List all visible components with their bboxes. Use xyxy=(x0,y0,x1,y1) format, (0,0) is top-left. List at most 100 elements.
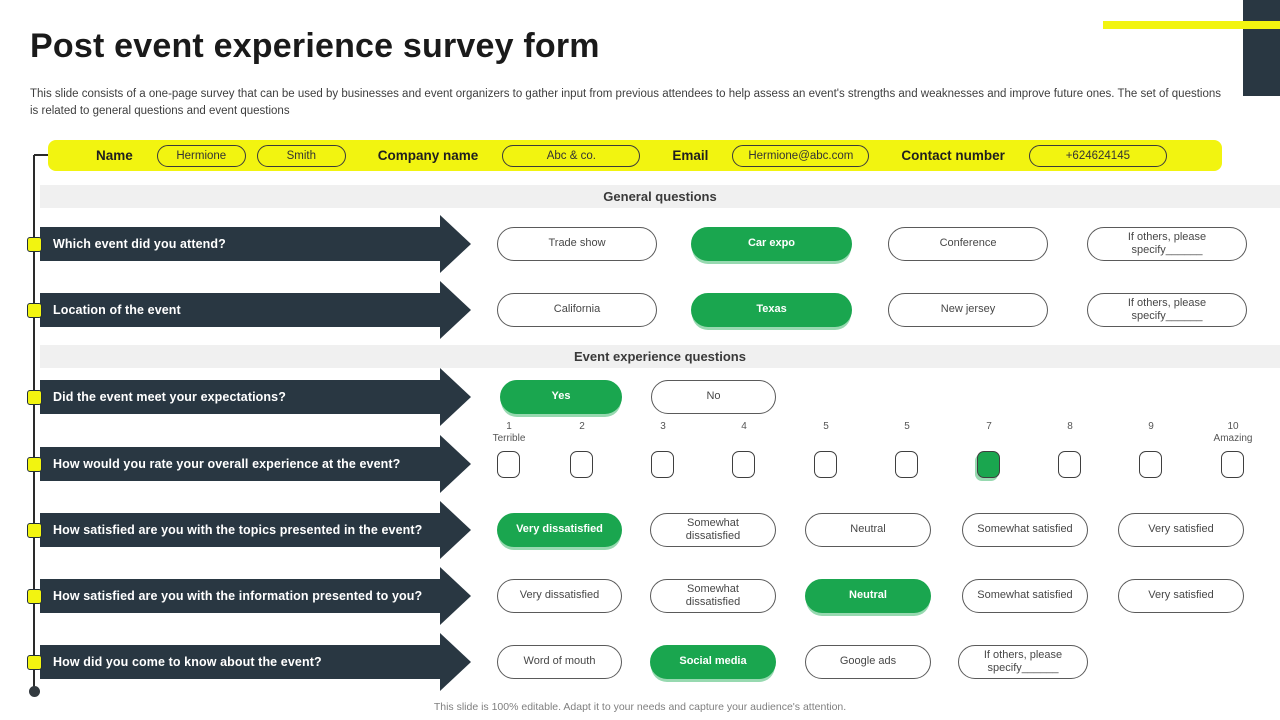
option-pill[interactable]: Trade show xyxy=(497,227,657,261)
option-pill[interactable]: Very satisfied xyxy=(1118,579,1244,613)
option-pill[interactable]: Somewhat dissatisfied xyxy=(650,513,776,547)
section-header-band: General questions xyxy=(40,185,1280,208)
corner-decoration xyxy=(1243,0,1280,96)
option-pill[interactable]: If others, please specify______ xyxy=(1087,227,1247,261)
rating-cell: 5 xyxy=(790,421,862,483)
rating-checkbox[interactable] xyxy=(814,451,837,478)
accent-underline xyxy=(1103,21,1280,29)
question-label: How did you come to know about the event… xyxy=(53,655,322,669)
option-pill[interactable]: Neutral xyxy=(805,513,931,547)
info-value-pill[interactable]: Hermione@abc.com xyxy=(732,144,870,167)
rating-checkbox[interactable] xyxy=(497,451,520,478)
option-pill[interactable]: Conference xyxy=(888,227,1048,261)
rating-value-label: 9 xyxy=(1148,421,1154,432)
info-field: Email Hermione@abc.com xyxy=(672,144,880,167)
info-field: Name Hermione Smith xyxy=(96,144,357,167)
question-row: Did the event meet your expectations?Yes… xyxy=(0,368,1280,426)
question-arrow-head xyxy=(440,633,471,691)
question-arrow: How did you come to know about the event… xyxy=(40,645,440,679)
rating-value-label: 2 xyxy=(579,421,585,432)
rating-value-label: 8 xyxy=(1067,421,1073,432)
question-arrow: How satisfied are you with the topics pr… xyxy=(40,513,440,547)
question-label: Location of the event xyxy=(53,303,181,317)
rating-caption-label: Amazing xyxy=(1213,433,1253,444)
rating-value-label: 7 xyxy=(986,421,992,432)
question-row: How satisfied are you with the informati… xyxy=(0,567,1280,625)
option-pill[interactable]: Neutral xyxy=(805,579,931,613)
option-pill[interactable]: Very satisfied xyxy=(1118,513,1244,547)
option-pill[interactable]: No xyxy=(651,380,776,414)
option-pill[interactable]: Google ads xyxy=(805,645,931,679)
info-field-label: Email xyxy=(672,148,709,163)
question-arrow-head xyxy=(440,215,471,273)
question-marker-icon xyxy=(27,302,42,318)
question-arrow: How would you rate your overall experien… xyxy=(40,447,440,481)
question-marker-icon xyxy=(27,389,42,405)
option-pill[interactable]: If others, please specify______ xyxy=(958,645,1088,679)
question-label: How satisfied are you with the informati… xyxy=(53,589,423,603)
footer-note: This slide is 100% editable. Adapt it to… xyxy=(433,701,847,713)
rating-checkbox[interactable] xyxy=(977,451,1000,478)
option-pill[interactable]: If others, please specify______ xyxy=(1087,293,1247,327)
rating-value-label: 5 xyxy=(823,421,829,432)
info-value-pill[interactable]: Abc & co. xyxy=(502,144,641,167)
rating-checkbox[interactable] xyxy=(1221,451,1244,478)
rating-checkbox[interactable] xyxy=(895,451,918,478)
option-pill[interactable]: Car expo xyxy=(691,227,852,261)
question-label: How satisfied are you with the topics pr… xyxy=(53,523,423,537)
info-value-pill[interactable]: +624624145 xyxy=(1028,144,1167,167)
option-pill[interactable]: California xyxy=(497,293,657,327)
question-marker-icon xyxy=(27,456,42,472)
question-marker-icon xyxy=(27,588,42,604)
info-field-label: Company name xyxy=(377,148,479,163)
timeline-end-dot xyxy=(29,686,40,697)
slide-description: This slide consists of a one-page survey… xyxy=(30,88,1222,117)
info-value-pill[interactable]: Hermione xyxy=(156,144,246,167)
question-arrow: Location of the event xyxy=(40,293,440,327)
option-pill[interactable]: Very dissatisfied xyxy=(497,579,622,613)
info-value-pill[interactable]: Smith xyxy=(256,144,346,167)
rating-cell: 2 xyxy=(546,421,618,483)
rating-cell: 5 xyxy=(871,421,943,483)
rating-checkbox[interactable] xyxy=(732,451,755,478)
option-pill[interactable]: Very dissatisfied xyxy=(497,513,622,547)
question-row: Location of the event California Texas New … xyxy=(0,281,1280,339)
option-pill[interactable]: Yes xyxy=(500,380,622,414)
option-pill[interactable]: Somewhat dissatisfied xyxy=(650,579,776,613)
info-field-label: Contact number xyxy=(901,148,1005,163)
rating-cell: 7 xyxy=(953,421,1025,483)
question-arrow-head xyxy=(440,368,471,426)
rating-value-label: 4 xyxy=(741,421,747,432)
question-label: How would you rate your overall experien… xyxy=(53,457,401,471)
question-marker-icon xyxy=(27,236,42,252)
option-pill[interactable]: Somewhat satisfied xyxy=(962,513,1088,547)
page-title: Post event experience survey form xyxy=(30,27,600,65)
question-arrow: How satisfied are you with the informati… xyxy=(40,579,440,613)
option-pill[interactable]: Somewhat satisfied xyxy=(962,579,1088,613)
rating-cell: 4 xyxy=(708,421,780,483)
question-label: Which event did you attend? xyxy=(53,237,226,251)
rating-checkbox[interactable] xyxy=(1058,451,1081,478)
rating-cell: 3 xyxy=(627,421,699,483)
rating-checkbox[interactable] xyxy=(651,451,674,478)
info-field: Contact number +624624145 xyxy=(901,144,1178,167)
rating-value-label: 1 xyxy=(506,421,512,432)
option-pill[interactable]: New jersey xyxy=(888,293,1048,327)
rating-checkbox[interactable] xyxy=(1139,451,1162,478)
question-arrow-head xyxy=(440,567,471,625)
option-pill[interactable]: Social media xyxy=(650,645,776,679)
section-header-band: Event experience questions xyxy=(40,345,1280,368)
question-row: Which event did you attend? Trade show Car… xyxy=(0,215,1280,273)
option-pill[interactable]: Word of mouth xyxy=(497,645,622,679)
rating-value-label: 3 xyxy=(660,421,666,432)
info-field-label: Name xyxy=(96,148,133,163)
rating-cell: 9 xyxy=(1115,421,1187,483)
question-row: How would you rate your overall experien… xyxy=(0,421,1280,493)
timeline-line xyxy=(33,155,35,691)
question-row: How satisfied are you with the topics pr… xyxy=(0,501,1280,559)
rating-value-label: 5 xyxy=(904,421,910,432)
option-pill[interactable]: Texas xyxy=(691,293,852,327)
rating-checkbox[interactable] xyxy=(570,451,593,478)
